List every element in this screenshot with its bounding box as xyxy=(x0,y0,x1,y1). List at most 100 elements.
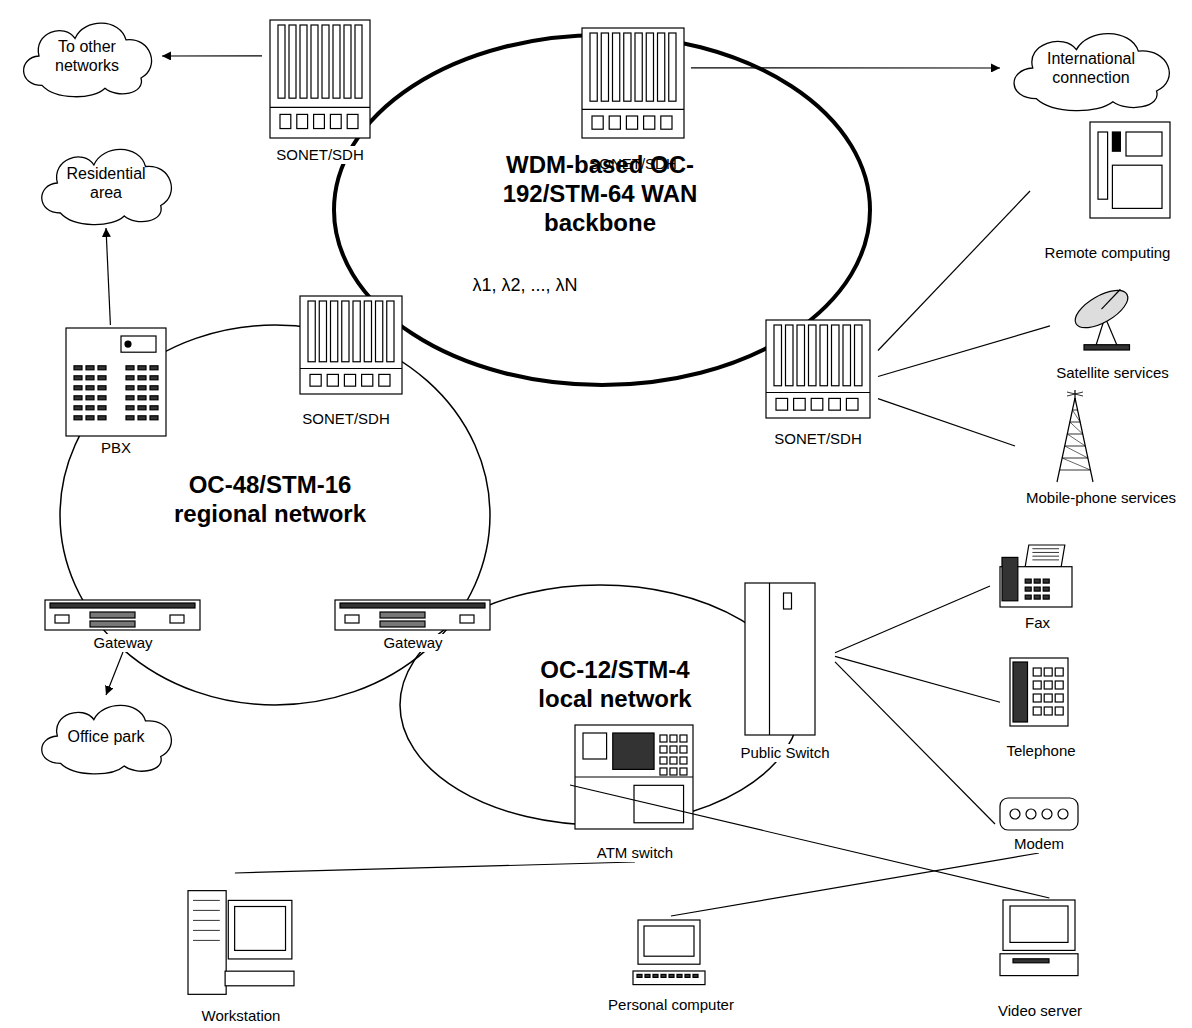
drawing-part xyxy=(1025,595,1031,599)
drawing-part xyxy=(289,25,296,98)
drawing-part xyxy=(314,114,325,128)
drawing-part xyxy=(126,406,134,410)
drawing-part xyxy=(1057,398,1075,482)
drawing-part xyxy=(1025,587,1031,591)
cloud-outline xyxy=(1000,22,1182,114)
drawing-part xyxy=(300,368,402,369)
drawing-part xyxy=(794,398,806,410)
drawing-part xyxy=(1002,557,1018,600)
drawing-part xyxy=(342,301,349,362)
drawing-part xyxy=(661,116,672,129)
drawing-part xyxy=(843,325,851,386)
equipment-node: SONET/SDH xyxy=(575,25,691,173)
sonet-icon xyxy=(766,320,870,418)
drawing-part xyxy=(1055,694,1063,702)
drawing-part xyxy=(297,114,308,128)
equipment-label: Video server xyxy=(996,1002,1084,1020)
drawing-part xyxy=(846,398,858,410)
drawing-part xyxy=(335,600,490,630)
drawing-part xyxy=(1126,132,1162,156)
drawing-part xyxy=(1042,809,1052,819)
link-line xyxy=(835,662,995,824)
drawing-part xyxy=(766,320,870,418)
wavelength-label: λ1, λ2, ..., λN xyxy=(455,274,595,296)
link-line xyxy=(671,853,1039,916)
equipment-node: PBX xyxy=(60,325,172,457)
drawing-part xyxy=(592,116,603,129)
drawing-part xyxy=(633,971,705,985)
drawing-part xyxy=(193,930,220,931)
drawing-part xyxy=(1010,906,1068,942)
drawing-part xyxy=(330,114,341,128)
drawing-part xyxy=(1072,410,1077,411)
link-line xyxy=(235,862,635,873)
drawing-part xyxy=(362,374,373,386)
equipment-node: Satellite services xyxy=(1050,280,1175,382)
link-line xyxy=(878,191,1030,351)
drawing-part xyxy=(235,907,286,951)
drawing-part xyxy=(575,725,693,829)
equipment-label: Satellite services xyxy=(1054,364,1171,382)
drawing-part xyxy=(310,374,321,386)
drawing-part xyxy=(150,416,158,420)
phone-icon xyxy=(1010,658,1068,726)
drawing-part xyxy=(583,733,607,759)
drawing-part xyxy=(613,33,620,101)
drawing-part xyxy=(322,25,329,98)
drawing-part xyxy=(126,416,134,420)
drawing-part xyxy=(387,301,394,362)
cloud-shape xyxy=(24,23,152,97)
drawing-part xyxy=(300,25,307,98)
drawing-part xyxy=(138,396,146,400)
drawing-part xyxy=(98,396,106,400)
drawing-part xyxy=(1034,579,1040,583)
drawing-part xyxy=(1033,668,1041,676)
drawing-part xyxy=(353,301,360,362)
drawing-part xyxy=(1043,579,1049,583)
atm-icon xyxy=(575,725,693,829)
drawing-part xyxy=(86,366,94,370)
drawing-part xyxy=(125,341,131,347)
equipment-node: SONET/SDH xyxy=(282,292,410,428)
drawing-part xyxy=(786,325,794,386)
link-arrow xyxy=(162,55,262,56)
drawing-part xyxy=(745,583,815,735)
cloud-outline xyxy=(30,138,182,228)
drawing-part xyxy=(340,603,485,608)
drawing-part xyxy=(138,406,146,410)
drawing-part xyxy=(1010,658,1068,726)
drawing-part xyxy=(74,396,82,400)
drawing-part xyxy=(193,920,220,921)
drawing-part xyxy=(55,615,69,623)
drawing-part xyxy=(380,621,425,627)
drawing-part xyxy=(170,615,184,623)
drawing-part xyxy=(193,940,220,941)
link-line xyxy=(878,399,1015,446)
drawing-part xyxy=(126,376,134,380)
link-line xyxy=(835,586,990,653)
equipment-node: Personal computer xyxy=(603,916,739,1014)
drawing-part xyxy=(138,386,146,390)
drawing-part xyxy=(90,621,135,627)
drawing-part xyxy=(280,114,291,128)
drawing-part xyxy=(582,28,684,138)
equipment-label: SONET/SDH xyxy=(274,146,366,164)
drawing-part xyxy=(670,768,677,775)
drawing-part xyxy=(379,374,390,386)
drawing-part xyxy=(658,33,665,101)
drawing-part xyxy=(1033,681,1041,689)
drawing-part xyxy=(613,733,654,769)
drawing-part xyxy=(327,374,338,386)
drawing-part xyxy=(66,328,166,436)
equipment-label: Mobile-phone services xyxy=(1024,489,1178,507)
drawing-part xyxy=(685,974,690,977)
drawing-part xyxy=(820,325,828,386)
drawing-part xyxy=(311,25,318,98)
drawing-part xyxy=(1065,446,1086,447)
drawing-part xyxy=(855,325,863,386)
drawing-part xyxy=(1098,132,1108,199)
drawing-part xyxy=(86,376,94,380)
drawing-part xyxy=(1034,595,1040,599)
drawing-part xyxy=(1112,132,1120,151)
drawing-part xyxy=(644,116,655,129)
